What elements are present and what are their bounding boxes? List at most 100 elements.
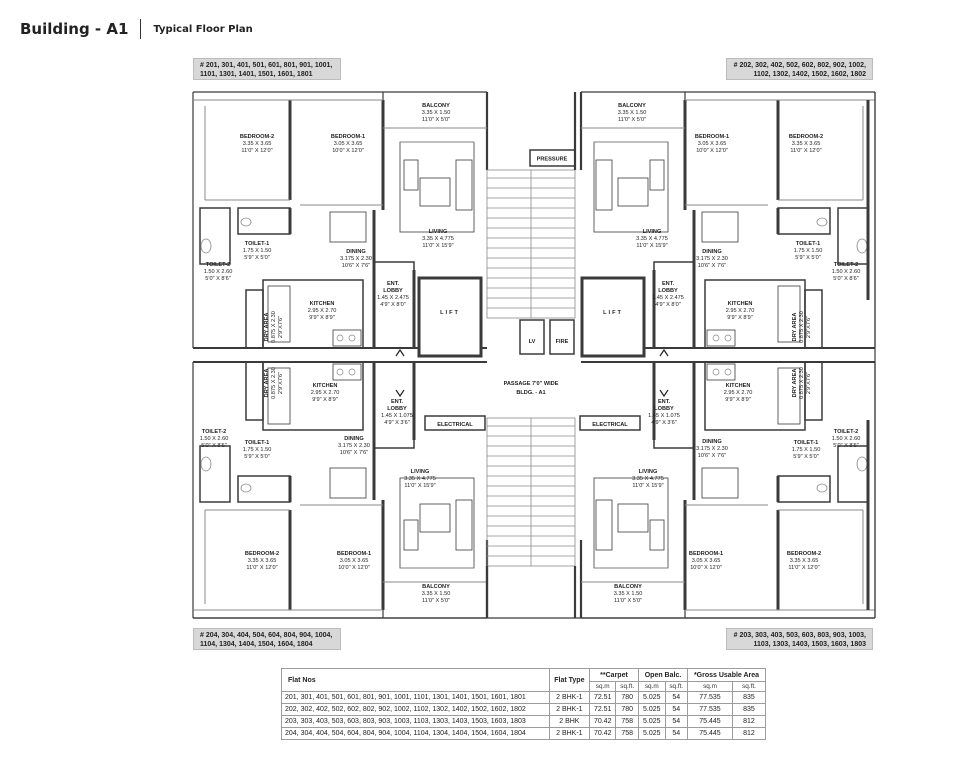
cell-gross-sqm: 75.445 (687, 715, 733, 728)
electrical-label-right: ELECTRICAL (592, 422, 628, 428)
kitchen-label: 9'9" X 8'9" (312, 397, 337, 403)
dry-area-label: 0.875 X 2.30 (799, 367, 805, 399)
living-label: LIVING (429, 229, 448, 235)
pressure-label: PRESSURE (537, 157, 568, 163)
kitchen-label: KITCHEN (313, 383, 338, 389)
kitchen-hob (332, 363, 362, 381)
dining-label: DINING (344, 436, 364, 442)
sofa-table (617, 177, 649, 207)
cell-carpet-sqft: 780 (615, 691, 639, 704)
hob-icon (712, 368, 720, 376)
dry-area-label: 2'9"X7'6" (806, 372, 812, 394)
living-furniture (593, 477, 669, 569)
balcony-label: 11'0" X 5'0" (422, 117, 450, 123)
kitchen-label: KITCHEN (726, 383, 751, 389)
balcony-label: BALCONY (422, 584, 450, 590)
toilet-1-label: 1.75 X 1.50 (243, 447, 272, 453)
cell-gross-sqm: 75.445 (687, 727, 733, 740)
kitchen-counter (777, 285, 801, 343)
flat-group-line: # 204, 304, 404, 504, 604, 804, 904, 100… (200, 632, 333, 639)
kitchen-hob (706, 363, 736, 381)
bedroom-1-label: 10'0" X 12'0" (332, 148, 364, 154)
flat-group-line: 1101, 1301, 1401, 1501, 1601, 1801 (200, 71, 313, 78)
toilet-2-label: TOILET-2 (834, 262, 858, 268)
balcony-label: 11'0" X 5'0" (422, 598, 450, 604)
building-code-label: BLDG. - A1 (516, 390, 545, 396)
hob-icon (724, 368, 732, 376)
ent-lobby-label: 1.45 X 2.475 (652, 295, 684, 301)
living-label: 11'0" X 15'9" (632, 483, 663, 489)
kitchen-label: 9'9" X 8'9" (725, 397, 750, 403)
unit-sqm: sq.m (588, 681, 617, 692)
flat-top-left (192, 91, 489, 349)
bedroom-2-label: 11'0" X 12'0" (246, 565, 277, 571)
ent-lobby-label: 1.45 X 1.075 (381, 413, 413, 419)
dry-area-label: 0.875 X 2.30 (799, 311, 805, 343)
balcony-label: 11'0" X 5'0" (614, 598, 642, 604)
cell-gross-sqft: 812 (731, 715, 767, 728)
dry-area-label: DRY AREA (264, 369, 270, 398)
electrical-left (424, 415, 486, 431)
sofa-table (419, 503, 451, 533)
col-carpet: **Carpet (588, 668, 640, 682)
toilet-1-label: 1.75 X 1.50 (243, 248, 272, 254)
wc-icon (856, 456, 868, 472)
dry-area-label: 2'9"X7'6" (278, 316, 284, 338)
balcony-label: 11'0" X 5'0" (618, 117, 646, 123)
toilet-1-label: TOILET-1 (245, 440, 269, 446)
bedroom-2-label: BEDROOM-2 (789, 134, 823, 140)
toilet-1-label: 5'9" X 5'0" (244, 255, 269, 261)
toilet-1-label: TOILET-1 (245, 241, 269, 247)
toilet-1-walls (237, 475, 291, 503)
lift-left (417, 276, 483, 358)
bedroom-2-label: BEDROOM-2 (787, 551, 821, 557)
balcony-label: BALCONY (618, 103, 646, 109)
flat-group-line: 1103, 1303, 1403, 1503, 1603, 1803 (753, 641, 867, 648)
toilet-1-walls (777, 207, 831, 235)
bedroom-2-label: 11'0" X 12'0" (790, 148, 821, 154)
cell-type: 2 BHK-1 (548, 691, 590, 704)
hob-icon (336, 368, 344, 376)
bedroom-1-label: BEDROOM-1 (689, 551, 723, 557)
chair (649, 159, 665, 191)
ent-lobby-label: LOBBY (387, 406, 407, 412)
cell-carpet-sqm: 72.51 (588, 703, 617, 716)
dining-label: 3.175 X 2.30 (696, 256, 728, 262)
unit-sqft: sq.ft. (615, 681, 639, 692)
bedroom-2-label: 3.35 X 3.65 (248, 558, 277, 564)
stair-upper-treads (487, 177, 575, 309)
cell-balc-sqm: 5.025 (638, 715, 666, 728)
toilet-1-label: TOILET-1 (794, 440, 818, 446)
sofa (455, 159, 473, 211)
toilet-1-label: TOILET-1 (796, 241, 820, 247)
toilet-2-label: 1.50 X 2.60 (832, 269, 861, 275)
unit-sqm: sq.m (687, 681, 733, 692)
toilet-2-label: 5'0" X 8'6" (833, 276, 858, 282)
cell-balc-sqm: 5.025 (638, 727, 666, 740)
kitchen-label: 9'9" X 8'9" (727, 315, 752, 321)
lobby-walls (373, 361, 415, 449)
kitchen-label: 2.95 X 2.70 (726, 308, 755, 314)
cell-flats: 203, 303, 403, 503, 603, 803, 903, 1003,… (281, 715, 550, 728)
flat-group-bottom-right: # 203, 303, 403, 503, 603, 803, 903, 100… (726, 628, 873, 650)
living-label: LIVING (643, 229, 662, 235)
flat-group-line: # 201, 301, 401, 501, 601, 801, 901, 100… (200, 62, 333, 69)
ent-lobby-label: ENT. (391, 399, 404, 405)
ent-lobby-label: 1.45 X 2.475 (377, 295, 409, 301)
kitchen-label: 9'9" X 8'9" (309, 315, 334, 321)
electrical-right (579, 415, 641, 431)
living-label: 11'0" X 15'9" (636, 243, 667, 249)
sofa-table (419, 177, 451, 207)
balcony-label: 3.35 X 1.50 (614, 591, 643, 597)
dining-label: DINING (346, 249, 366, 255)
dining-label: 10'6" X 7'6" (342, 263, 371, 269)
hob-icon (712, 334, 720, 342)
dining-label: 10'6" X 7'6" (698, 263, 727, 269)
living-label: 3.35 X 4.775 (632, 476, 664, 482)
bedroom-1-label: BEDROOM-1 (331, 134, 365, 140)
bedroom-2-label: 3.35 X 3.65 (792, 141, 821, 147)
